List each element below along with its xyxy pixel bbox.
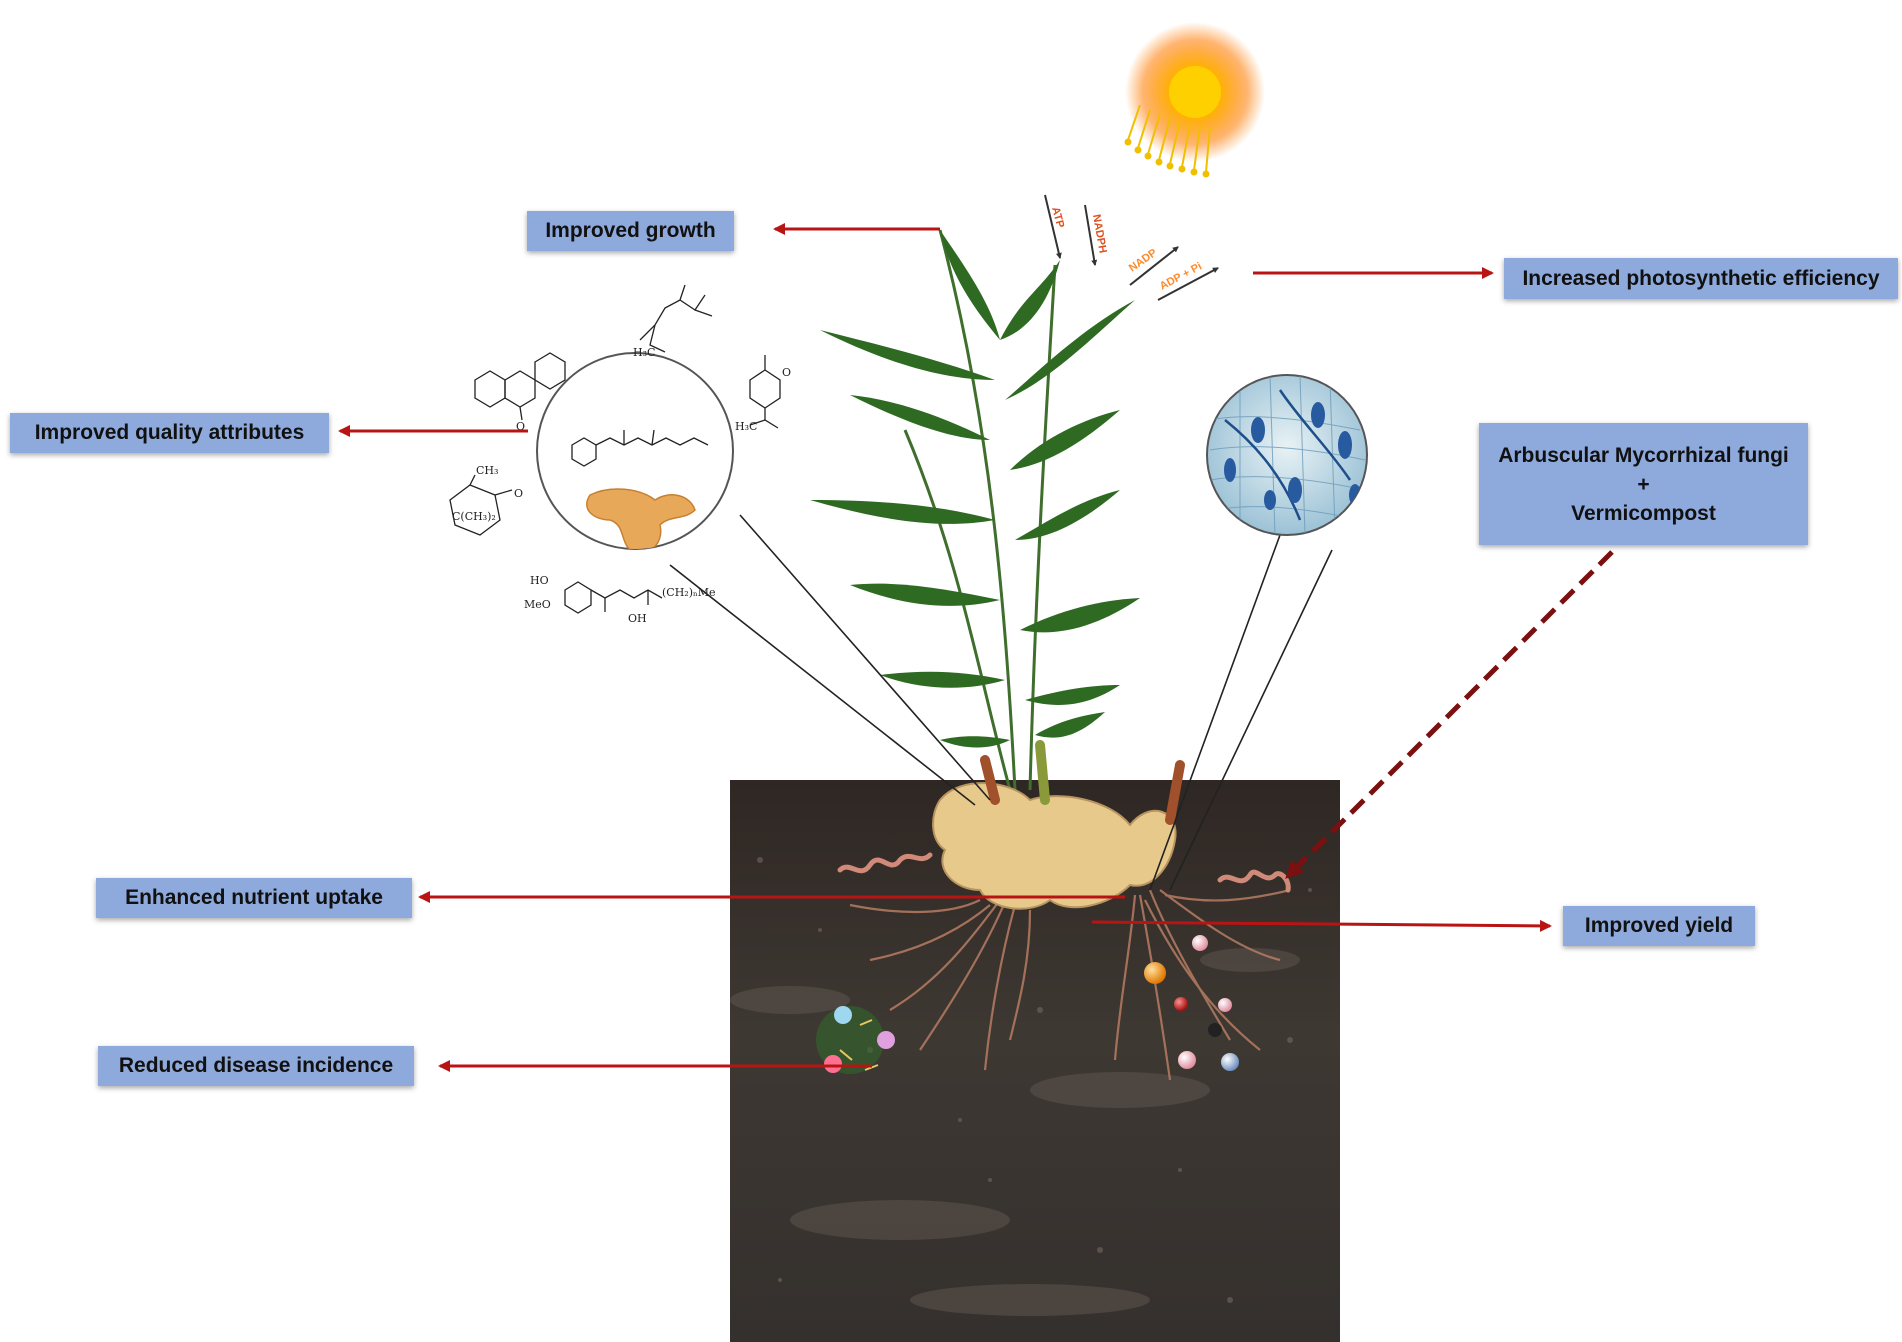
pathogen-cluster — [816, 1006, 895, 1074]
terpene-h3c-label: H₃C — [633, 346, 655, 359]
earthworm-icon — [837, 852, 1291, 893]
label-treatment: Arbuscular Mycorrhizal fungi + Vermicomp… — [1479, 423, 1808, 545]
label-nutrient-uptake: Enhanced nutrient uptake — [96, 878, 412, 918]
arrow-to-yield — [1091, 919, 1552, 932]
flavone-oxygen-label: O — [516, 420, 525, 433]
camphor-ch3-label: CH₃ — [476, 464, 498, 477]
gingerol-oh-label: OH — [628, 612, 647, 625]
terpene-molecule: H₃C — [633, 284, 713, 359]
cineole-molecule: O H₃C — [735, 355, 791, 433]
atp-label: ATP — [1049, 206, 1066, 230]
label-improved-yield: Improved yield — [1563, 906, 1755, 946]
treatment-line-vermicompost: Vermicompost — [1571, 501, 1716, 525]
gingerol-molecule: HO MeO OH (CH₂)ₙMe — [524, 574, 716, 625]
cineole-h3c-label: H₃C — [735, 420, 757, 433]
photosynthesis-cycle: ATP NADPH NADP ADP + Pi — [1044, 194, 1219, 301]
nutrient-particles — [1144, 935, 1239, 1071]
label-photosynthetic-efficiency: Increased photosynthetic efficiency — [1504, 258, 1898, 299]
treatment-dashed-arrow — [1285, 550, 1614, 879]
ginger-rhizome — [932, 740, 1185, 910]
camphor-molecule: CH₃ C(CH₃)₂ O — [449, 464, 523, 536]
rhizome-chemistry-zoom — [536, 352, 734, 550]
zoom-lines — [669, 514, 1333, 891]
nadp-label: NADP — [1127, 247, 1159, 275]
outcome-arrows — [338, 223, 1552, 1072]
plant-roots — [849, 888, 1291, 1081]
treatment-line-plus: + — [1637, 472, 1650, 496]
cineole-oxygen-label: O — [782, 366, 791, 379]
mycorrhiza-microscopy-zoom — [1206, 374, 1368, 536]
ginger-plant — [810, 229, 1140, 791]
camphor-oxygen-label: O — [514, 487, 523, 500]
label-improved-growth: Improved growth — [527, 211, 734, 251]
gingerol-meo-label: MeO — [524, 598, 551, 611]
label-quality-attributes: Improved quality attributes — [10, 413, 329, 453]
treatment-line-fungi: Arbuscular Mycorrhizal fungi — [1498, 443, 1789, 467]
flavone-molecule: O — [474, 352, 566, 433]
gingerol-ho-label: HO — [530, 574, 549, 587]
label-disease-incidence: Reduced disease incidence — [98, 1046, 414, 1086]
gingerol-chain-label: (CH₂)ₙMe — [662, 586, 716, 599]
sun-icon — [1124, 22, 1265, 178]
camphor-cch3-label: C(CH₃)₂ — [452, 510, 496, 523]
